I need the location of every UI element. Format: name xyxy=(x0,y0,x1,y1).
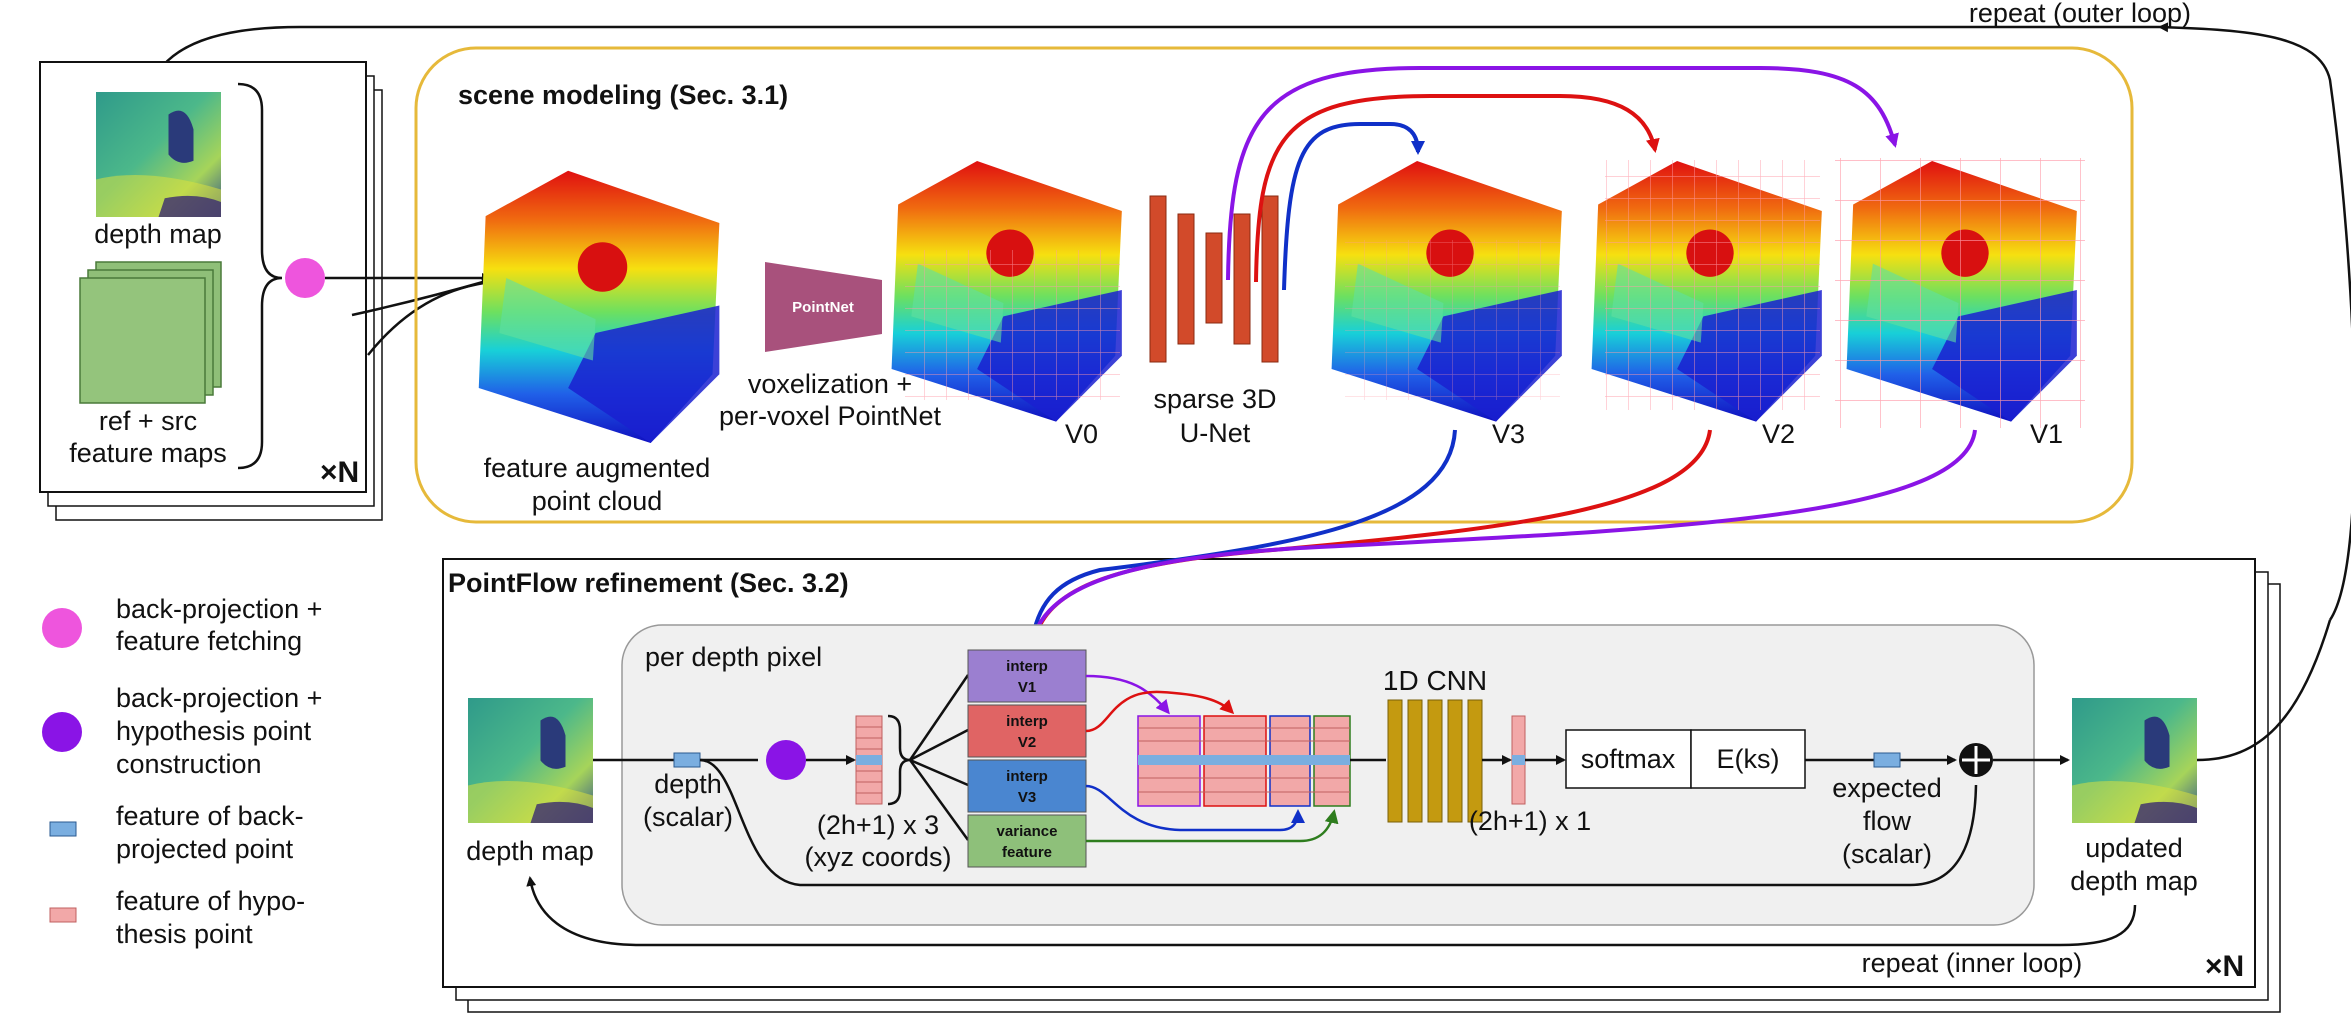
expectation-block xyxy=(1690,729,1806,789)
voxelization-label-1: voxelization + xyxy=(748,369,912,399)
flow-label-2: flow xyxy=(1863,806,1912,836)
input-brace xyxy=(237,82,283,470)
legend-item1-line2: feature fetching xyxy=(116,626,302,656)
legend-magenta-dot xyxy=(42,608,82,648)
v1-label: V1 xyxy=(2030,419,2063,449)
refinement-multiplier: ×N xyxy=(2205,950,2244,983)
interp-v1-label-1: interp xyxy=(1006,658,1048,675)
interp-v1-block xyxy=(967,649,1087,703)
legend-item2-line3: construction xyxy=(116,749,262,779)
feature-maps-stack xyxy=(79,261,222,404)
hypothesis-construction-node xyxy=(766,740,806,780)
variance-feature-block xyxy=(967,814,1087,868)
legend-item3-line2: projected point xyxy=(116,834,294,864)
legend-purple-dot xyxy=(42,712,82,752)
legend-blue-square xyxy=(49,821,77,837)
input-stack: depth map ref + src feature maps ×N xyxy=(39,61,383,521)
feature-maps-label-2: feature maps xyxy=(69,438,227,468)
cnn-output-column xyxy=(1511,715,1526,805)
pointnet-label: PointNet xyxy=(792,299,854,316)
cnn-blocks xyxy=(1387,699,1483,823)
flow-label-1: expected xyxy=(1832,773,1942,803)
v0-label: V0 xyxy=(1065,419,1098,449)
unet-to-v3-arrow xyxy=(1282,122,1425,291)
legend-item2-line2: hypothesis point xyxy=(116,716,312,746)
outer-loop-label: repeat (outer loop) xyxy=(1969,0,2191,28)
input-depth-map-label: depth map xyxy=(94,219,222,249)
voxelization-label-2: per-voxel PointNet xyxy=(719,401,942,431)
legend-item2-line1: back-projection + xyxy=(116,683,322,713)
voxel-grid-v3 xyxy=(1331,161,1562,422)
variance-label-1: variance xyxy=(997,823,1058,840)
scene-modeling-panel xyxy=(414,46,2134,524)
refine-depth-map-label: depth map xyxy=(466,836,594,866)
per-pixel-label: per depth pixel xyxy=(645,642,822,672)
legend-pink-square xyxy=(49,907,77,923)
legend: back-projection + feature fetching back-… xyxy=(42,594,322,949)
refinement-title: PointFlow refinement (Sec. 3.2) xyxy=(448,568,849,598)
voxel-grid-v0 xyxy=(891,161,1122,422)
flow-label-3: (scalar) xyxy=(1842,839,1932,869)
outer-loop-arrow-top xyxy=(156,25,2160,74)
interp-v3-block xyxy=(967,759,1087,813)
v3-label: V3 xyxy=(1492,419,1525,449)
cnn-label: 1D CNN xyxy=(1383,665,1487,696)
interp-v2-label-2: V2 xyxy=(1018,734,1036,751)
updated-to-outer-loop xyxy=(2196,619,2332,762)
depth-label-2: (scalar) xyxy=(643,802,733,832)
inner-loop-arrow xyxy=(526,876,2137,947)
variance-label-2: feature xyxy=(1002,844,1052,861)
point-cloud-label-1: feature augmented xyxy=(484,453,711,483)
softmax-block xyxy=(1565,729,1692,789)
unet-label-1: sparse 3D xyxy=(1153,384,1276,414)
backprojection-fetch-node xyxy=(285,258,325,298)
voxel-grid-v1 xyxy=(1835,158,2085,428)
depth-skip-connection xyxy=(699,758,1978,887)
concatenated-features xyxy=(1137,715,1351,807)
inner-loop-label: repeat (inner loop) xyxy=(1862,948,2083,978)
outer-loop-arrow-right xyxy=(2158,22,2351,621)
feature-maps-label-1: ref + src xyxy=(99,406,197,436)
interp-v2-label-1: interp xyxy=(1006,713,1048,730)
v1-to-interp-curve xyxy=(1024,429,1977,653)
legend-item4-line1: feature of hypo- xyxy=(116,886,305,916)
softmax-label: softmax xyxy=(1581,744,1676,774)
coords-label-2: (xyz coords) xyxy=(804,842,951,872)
interp-v3-label-1: interp xyxy=(1006,768,1048,785)
interp-v3-label-2: V3 xyxy=(1018,789,1036,806)
pointnet-block xyxy=(765,262,882,352)
cnn-output-label: (2h+1) x 1 xyxy=(1469,806,1591,836)
input-depth-map-image xyxy=(96,92,221,217)
v2-label: V2 xyxy=(1762,419,1795,449)
hypothesis-coords-column xyxy=(855,715,883,805)
unet-label-2: U-Net xyxy=(1180,418,1251,448)
point-cloud-label-2: point cloud xyxy=(532,486,663,516)
updated-label-1: updated xyxy=(2085,833,2183,863)
unet-to-v1-arrow xyxy=(1226,66,1899,281)
scene-modeling-title: scene modeling (Sec. 3.1) xyxy=(458,80,788,110)
voxel-grid-v2 xyxy=(1591,160,1822,422)
expectation-label: E(ks) xyxy=(1717,744,1780,774)
depth-label-1: depth xyxy=(654,769,722,799)
refine-depth-map-image xyxy=(468,698,593,823)
depth-scalar-feature xyxy=(673,752,701,768)
unet-to-v2-arrow xyxy=(1254,94,1660,283)
add-operator-icon xyxy=(1959,743,1993,777)
legend-item4-line2: thesis point xyxy=(116,919,253,949)
input-stack-multiplier: ×N xyxy=(320,456,359,489)
updated-depth-map-image xyxy=(2072,698,2197,823)
sparse-unet-blocks xyxy=(1149,195,1279,363)
interp-v2-block xyxy=(967,704,1087,758)
legend-item3-line1: feature of back- xyxy=(116,801,304,831)
interp-v1-label-2: V1 xyxy=(1018,679,1036,696)
legend-item1-line1: back-projection + xyxy=(116,594,322,624)
expected-flow-feature xyxy=(1873,752,1901,768)
feature-augmented-point-cloud xyxy=(478,170,720,443)
updated-label-2: depth map xyxy=(2070,866,2198,896)
coords-label-1: (2h+1) x 3 xyxy=(817,810,939,840)
